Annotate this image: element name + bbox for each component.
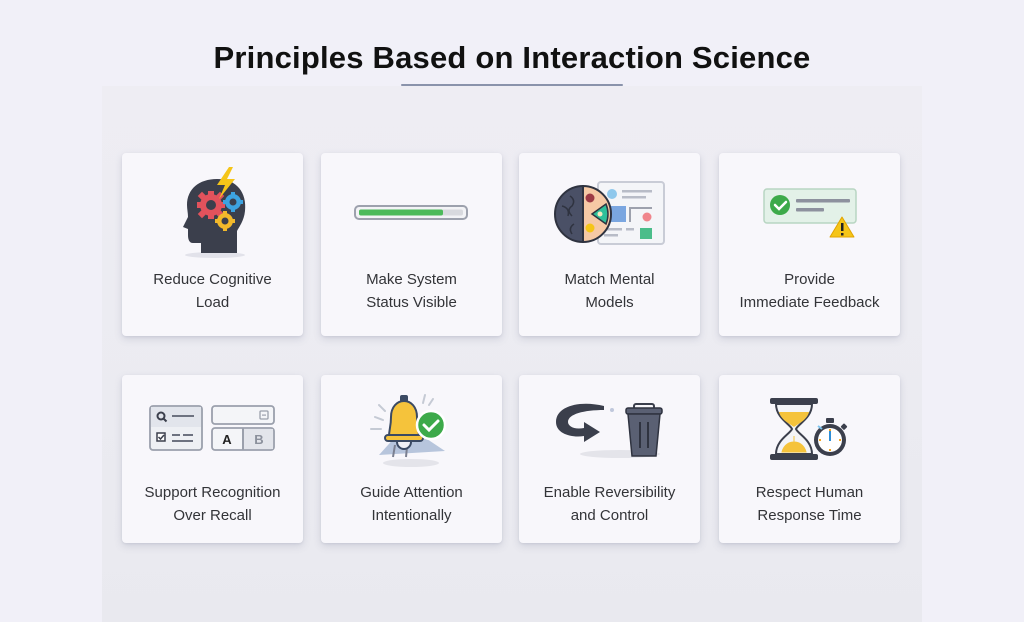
page-title: Principles Based on Interaction Science <box>213 40 811 75</box>
svg-text:A: A <box>222 432 232 447</box>
brain-interface-icon <box>519 163 700 263</box>
feedback-notification-icon <box>719 163 900 263</box>
svg-text:B: B <box>254 432 263 447</box>
hourglass-stopwatch-icon <box>719 383 900 475</box>
ui-options-icon: A B <box>122 383 303 475</box>
head-gears-icon <box>122 163 303 263</box>
undo-trash-icon <box>519 383 700 475</box>
progress-bar-icon <box>321 163 502 263</box>
bell-check-icon <box>321 383 502 475</box>
title-underline <box>401 84 623 86</box>
